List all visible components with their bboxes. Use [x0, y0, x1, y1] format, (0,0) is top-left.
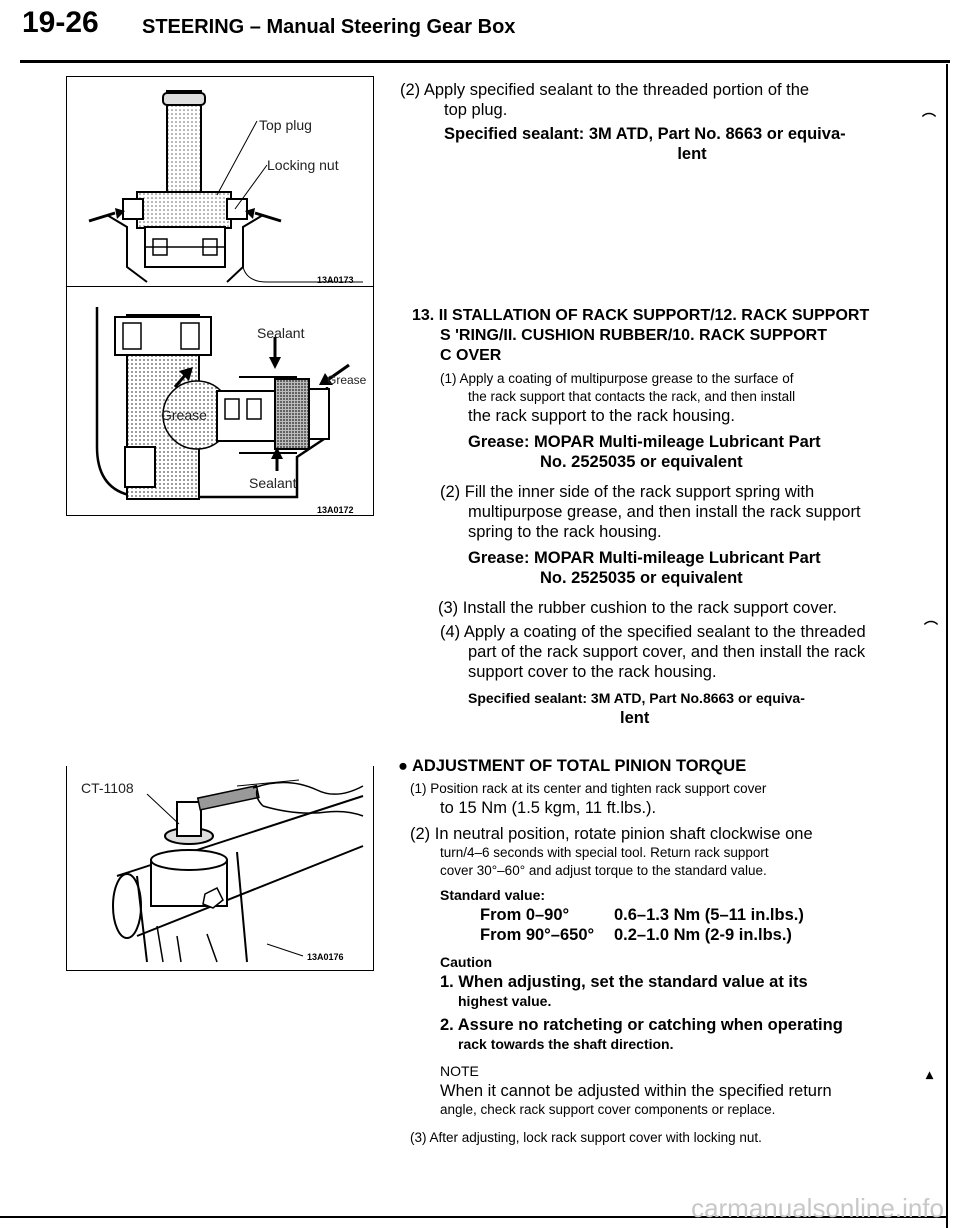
caution-1-line2: highest value.	[458, 993, 552, 1009]
label-tool: CT-1108	[81, 780, 134, 796]
figure-id: 13A0173	[317, 275, 354, 285]
page-number: 19-26	[22, 6, 99, 39]
step-4-line3: support cover to the rack housing.	[468, 663, 717, 681]
step-4-line2: part of the rack support cover, and then…	[468, 643, 866, 661]
figure-rack-support: Sealant Grease Grease Sealant 13A0172	[66, 286, 374, 516]
row-range: From 0–90°	[480, 906, 570, 924]
row-range: From 90°–650°	[480, 926, 595, 944]
adjustment-heading: ● ADJUSTMENT OF TOTAL PINION TORQUE	[398, 757, 747, 775]
figure-top-plug: Top plug Locking nut 13A0173	[66, 76, 374, 288]
label-grease-right: Grease	[327, 373, 367, 387]
step-1-line1: (1) Apply a coating of multipurpose grea…	[440, 371, 794, 386]
step-text: (2) Apply specified sealant to the threa…	[400, 81, 810, 99]
section-13: 13. II STALLATION OF RACK SUPPORT/12. RA…	[412, 306, 886, 366]
figure-rack-support-drawing	[95, 307, 350, 500]
standard-value-label: Standard value:	[440, 887, 546, 903]
right-margin-rule	[946, 64, 948, 1228]
grease-spec-2-cont: No. 2525035 or equivalent	[540, 569, 743, 587]
adj-step-1-line1: (1) Position rack at its center and tigh…	[410, 781, 767, 796]
caution-2-line2: rack towards the shaft direction.	[458, 1036, 674, 1052]
standard-row-1: From 0–90° 0.6–1.3 Nm (5–11 in.lbs.)	[410, 905, 888, 925]
margin-mark: ▴	[926, 1066, 934, 1082]
adjustment-section: ● ADJUSTMENT OF TOTAL PINION TORQUE (1) …	[398, 756, 888, 1147]
step-3: (3) Install the rubber cushion to the ra…	[438, 599, 837, 617]
figure-id: 13A0176	[307, 952, 344, 962]
row-value: 0.2–1.0 Nm (2-9 in.lbs.)	[614, 926, 792, 944]
adj-step-3: (3) After adjusting, lock rack support c…	[410, 1130, 762, 1145]
spec-sealant-cont: lent	[677, 145, 707, 163]
step-2-line2: multipurpose grease, and then install th…	[468, 503, 861, 521]
figure-id: 13A0172	[317, 505, 354, 515]
standard-row-2: From 90°–650° 0.2–1.0 Nm (2-9 in.lbs.)	[410, 925, 888, 945]
figure-special-tool-drawing	[112, 779, 364, 963]
caution-2-line1: 2. Assure no ratcheting or catching when…	[440, 1016, 843, 1034]
adj-step-1-line2: to 15 Nm (1.5 kgm, 11 ft.lbs.).	[440, 799, 657, 817]
caution-1-line1: 1. When adjusting, set the standard valu…	[440, 973, 808, 991]
margin-mark: ⌒	[922, 112, 936, 128]
adj-step-2-line3: cover 30°–60° and adjust torque to the s…	[440, 863, 767, 878]
grease-spec-1-cont: No. 2525035 or equivalent	[540, 453, 743, 471]
note-line1: When it cannot be adjusted within the sp…	[440, 1082, 832, 1100]
note-label: NOTE	[440, 1063, 479, 1079]
spec-sealant-2-cont: lent	[620, 709, 650, 727]
grease-spec-2: Grease: MOPAR Multi-mileage Lubricant Pa…	[468, 549, 821, 567]
label-locking-nut: Locking nut	[267, 157, 339, 173]
figure-top-plug-drawing	[88, 90, 363, 283]
label-top-plug: Top plug	[259, 117, 312, 133]
label-sealant-bottom: Sealant	[249, 475, 297, 491]
margin-mark: ⌒	[924, 620, 938, 636]
section-heading-line2: S 'RING/II. CUSHION RUBBER/10. RACK SUPP…	[440, 327, 827, 344]
label-grease-left: Grease	[161, 407, 207, 423]
step-text-cont: top plug.	[444, 101, 508, 119]
step-1-line2: the rack support that contacts the rack,…	[468, 389, 796, 404]
adj-step-2-line2: turn/4–6 seconds with special tool. Retu…	[440, 845, 769, 860]
step-4-line1: (4) Apply a coating of the specified sea…	[440, 623, 866, 641]
spec-sealant-2: Specified sealant: 3M ATD, Part No.8663 …	[468, 690, 805, 706]
row-value: 0.6–1.3 Nm (5–11 in.lbs.)	[614, 906, 804, 924]
step-2-line3: spring to the rack housing.	[468, 523, 662, 541]
watermark: carmanualsonline.info	[691, 1193, 944, 1223]
step-top-plug: (2) Apply specified sealant to the threa…	[400, 80, 940, 164]
label-sealant-top: Sealant	[257, 325, 305, 341]
figure-special-tool: CT-1108 13A0176	[66, 766, 374, 971]
section-13-steps: (1) Apply a coating of multipurpose grea…	[438, 370, 886, 728]
caution-label: Caution	[440, 954, 493, 970]
spec-sealant: Specified sealant: 3M ATD, Part No. 8663…	[444, 125, 846, 143]
section-heading-line3: C OVER	[440, 347, 502, 364]
step-2-line1: (2) Fill the inner side of the rack supp…	[440, 483, 815, 501]
footer-rule	[0, 1216, 948, 1218]
note-line2: angle, check rack support cover componen…	[440, 1102, 776, 1117]
section-heading-line1: 13. II STALLATION OF RACK SUPPORT/12. RA…	[412, 307, 870, 324]
grease-spec-1: Grease: MOPAR Multi-mileage Lubricant Pa…	[468, 433, 821, 451]
adj-step-2-line1: (2) In neutral position, rotate pinion s…	[410, 825, 813, 843]
header-rule	[20, 60, 950, 63]
step-1-line3: the rack support to the rack housing.	[468, 407, 735, 425]
page-title: STEERING – Manual Steering Gear Box	[142, 16, 516, 38]
